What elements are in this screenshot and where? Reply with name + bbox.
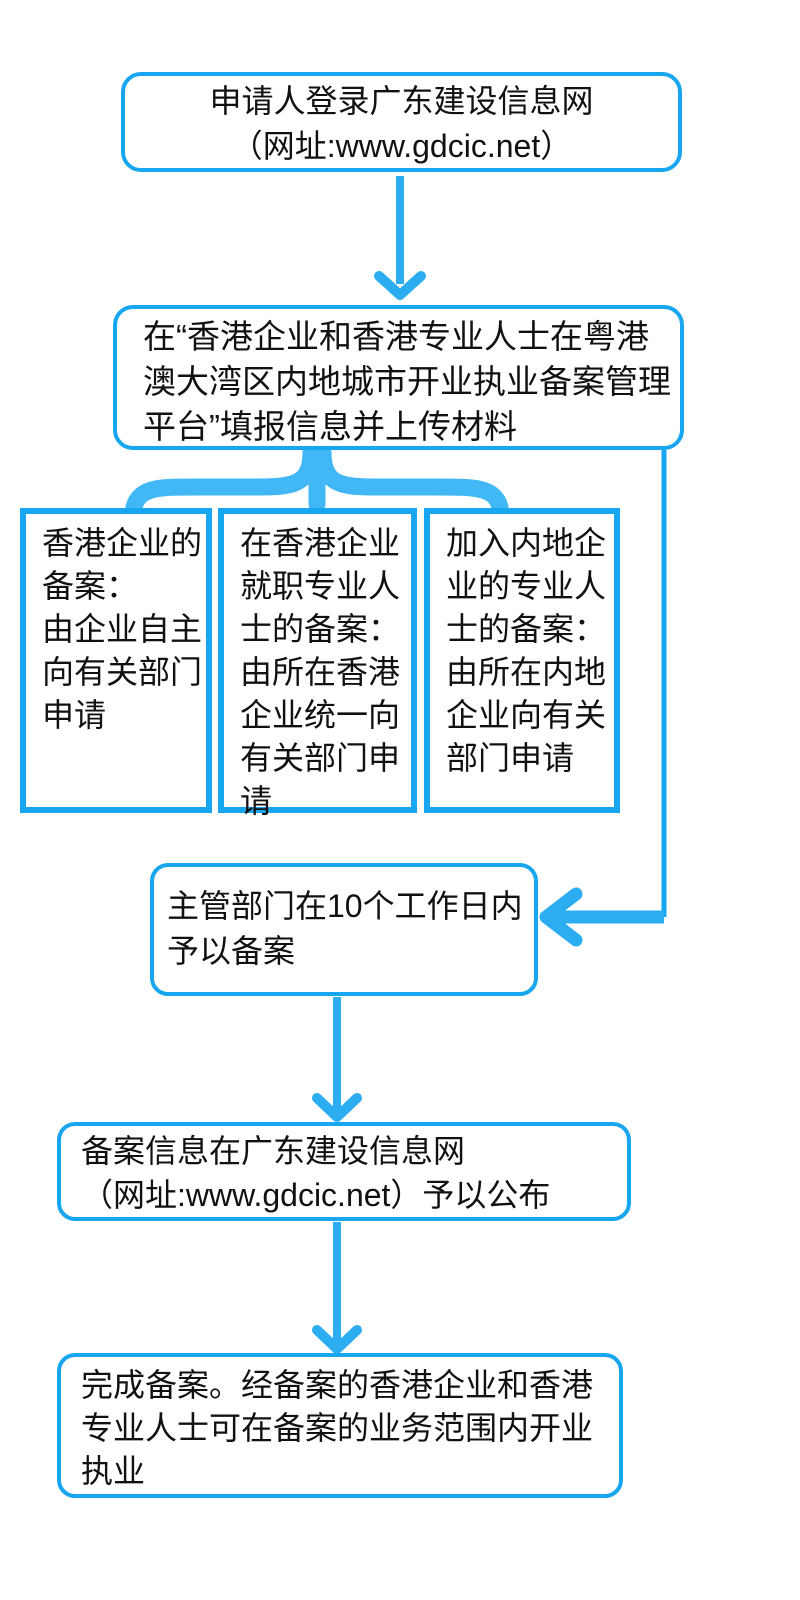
branch-hk-professional-box: 在香港企业 就职专业人 士的备案： 由所在香港 企业统一向 有关部门申 请 bbox=[218, 508, 417, 819]
arrow-publish-to-complete-head bbox=[312, 1325, 362, 1354]
flow-step-login-box: 申请人登录广东建设信息网 （网址:www.gdcic.net） bbox=[121, 72, 682, 172]
branch-mainland-professional-box: 加入内地企 业的专业人 士的备案： 由所在内地 企业向有关 部门申请 bbox=[424, 508, 620, 813]
brace-left-branch bbox=[125, 443, 320, 516]
brace-right-branch bbox=[314, 443, 509, 516]
flow-step-publish-box: 备案信息在广东建设信息网 （网址:www.gdcic.net）予以公布 bbox=[57, 1122, 631, 1221]
flow-step-complete-box: 完成备案。经备案的香港企业和香港 专业人士可在备案的业务范围内开业 执业 bbox=[57, 1353, 623, 1498]
arrow-login-to-platform-head bbox=[374, 271, 426, 300]
arrow-review-to-publish-head bbox=[312, 1093, 362, 1122]
flow-step-review-box: 主管部门在10个工作日内 予以备案 bbox=[150, 863, 538, 996]
flow-step-platform-box: 在“香港企业和香港专业人士在粤港 澳大湾区内地城市开业执业备案管理 平台”填报信… bbox=[113, 305, 684, 450]
arrow-into-review-head bbox=[539, 887, 583, 947]
branch-hk-enterprise-box: 香港企业的 备案： 由企业自主 向有关部门 申请 bbox=[20, 508, 212, 813]
